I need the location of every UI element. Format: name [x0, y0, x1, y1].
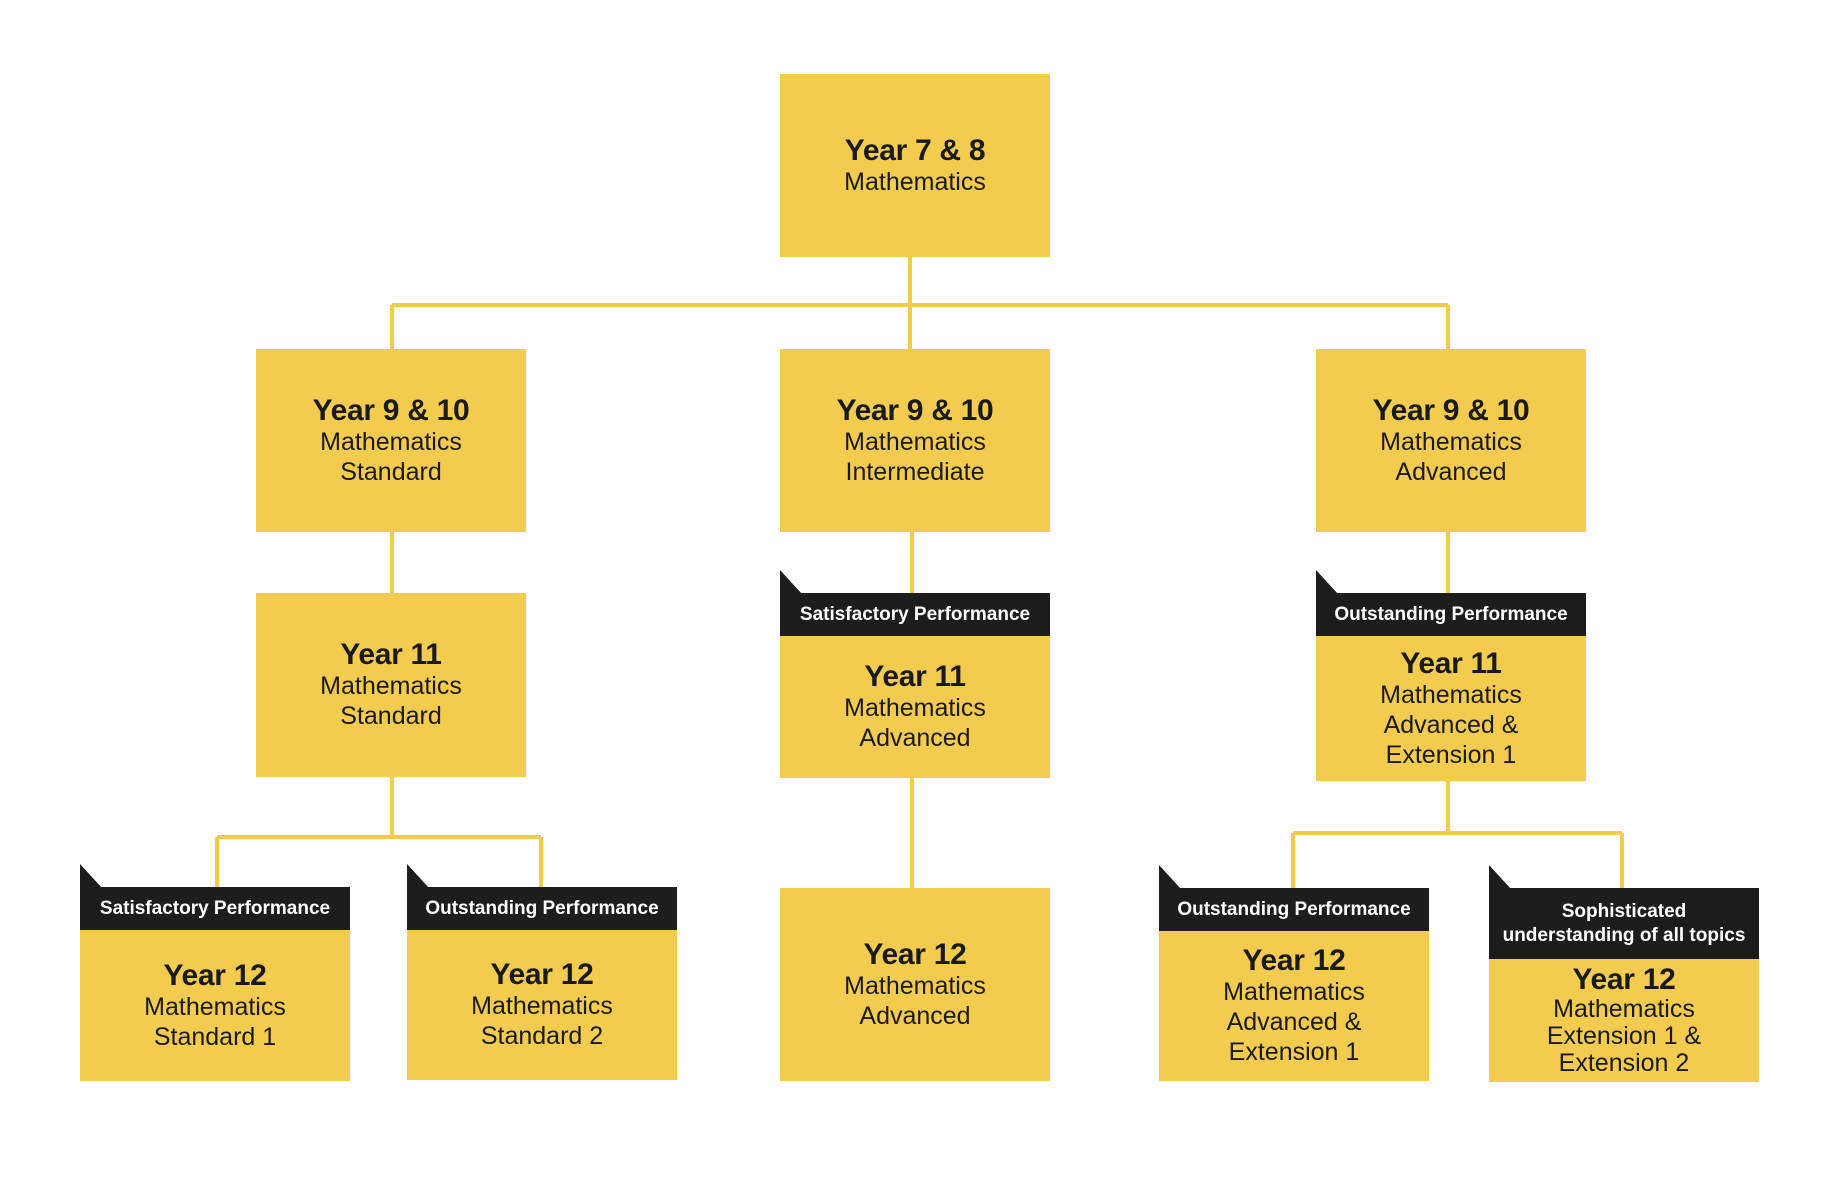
node-subtitle-line: Mathematics — [320, 672, 462, 700]
node-subtitle-line: Advanced & — [1383, 710, 1519, 739]
node-year12-advanced-extension1: Year 12 Mathematics Advanced & Extension… — [1159, 931, 1429, 1081]
performance-tag: Sophisticated understanding of all topic… — [1489, 888, 1759, 959]
performance-tag: Outstanding Performance — [1316, 593, 1586, 636]
node-year11-advanced-extension1: Year 11 Mathematics Advanced & Extension… — [1316, 636, 1586, 781]
node-subtitle-line: Mathematics — [1380, 680, 1522, 709]
node-year11-advanced: Year 11 Mathematics Advanced — [780, 636, 1050, 778]
node-year9-10-intermediate: Year 9 & 10 Mathematics Intermediate — [780, 349, 1050, 532]
node-subtitle-line: Mathematics — [844, 694, 986, 722]
node-subtitle-line: Mathematics — [1553, 995, 1695, 1023]
node-subtitle-line: Extension 1 & — [1546, 1022, 1702, 1050]
node-year7-8: Year 7 & 8 Mathematics — [780, 74, 1050, 257]
node-title: Year 9 & 10 — [312, 393, 470, 427]
node-subtitle-line: Mathematics — [844, 971, 986, 1000]
node-subtitle-line: Standard 1 — [153, 1022, 277, 1051]
node-subtitle-line: Advanced — [859, 724, 971, 752]
node-subtitle-line: Advanced — [1395, 457, 1507, 486]
tag-notch-icon — [1159, 865, 1181, 889]
node-title: Year 12 — [1572, 963, 1676, 996]
node-title: Year 12 — [1242, 944, 1346, 977]
node-subtitle-line: Mathematics — [471, 992, 613, 1020]
node-title: Year 12 — [163, 958, 267, 992]
node-year11-standard: Year 11 Mathematics Standard — [256, 593, 526, 777]
node-subtitle-line: Mathematics — [144, 992, 286, 1021]
node-year12-advanced: Year 12 Mathematics Advanced — [780, 888, 1050, 1081]
node-subtitle-line: Extension 1 — [1385, 740, 1517, 769]
node-subtitle-line: Standard 2 — [480, 1022, 604, 1050]
node-subtitle-line: Advanced — [859, 1001, 971, 1030]
node-subtitle-line: Advanced & — [1226, 1008, 1362, 1036]
node-subtitle-line: Mathematics — [1380, 427, 1522, 456]
performance-tag: Outstanding Performance — [1159, 888, 1429, 931]
node-subtitle-line: Extension 1 — [1228, 1038, 1360, 1066]
node-year9-10-standard: Year 9 & 10 Mathematics Standard — [256, 349, 526, 532]
node-title: Year 11 — [340, 638, 442, 671]
tag-notch-icon — [780, 570, 802, 594]
performance-tag-line: understanding of all topics — [1502, 924, 1746, 946]
node-title: Year 9 & 10 — [836, 393, 994, 427]
node-subtitle-line: Intermediate — [845, 457, 985, 486]
node-title: Year 11 — [864, 660, 966, 693]
node-title: Year 12 — [490, 958, 594, 991]
node-title: Year 11 — [1400, 646, 1502, 680]
node-title: Year 12 — [863, 937, 967, 971]
node-subtitle-line: Mathematics — [320, 427, 462, 456]
node-year9-10-advanced: Year 9 & 10 Mathematics Advanced — [1316, 349, 1586, 532]
performance-tag: Satisfactory Performance — [80, 887, 350, 930]
node-subtitle-line: Standard — [340, 457, 442, 486]
tag-notch-icon — [407, 864, 429, 888]
node-year12-standard1: Year 12 Mathematics Standard 1 — [80, 930, 350, 1081]
node-subtitle-line: Standard — [340, 702, 442, 730]
performance-tag: Outstanding Performance — [407, 887, 677, 930]
node-subtitle-line: Mathematics — [1223, 978, 1365, 1006]
node-year12-standard2: Year 12 Mathematics Standard 2 — [407, 930, 677, 1080]
tag-notch-icon — [1316, 570, 1338, 594]
node-subtitle-line: Mathematics — [844, 427, 986, 456]
tag-notch-icon — [1489, 865, 1511, 889]
node-subtitle-line: Mathematics — [844, 167, 986, 196]
node-title: Year 7 & 8 — [844, 133, 986, 167]
node-subtitle-line: Extension 2 — [1558, 1049, 1690, 1077]
node-year12-extension1-extension2: Year 12 Mathematics Extension 1 & Extens… — [1489, 959, 1759, 1082]
node-title: Year 9 & 10 — [1372, 393, 1530, 427]
performance-tag-line: Sophisticated — [1561, 900, 1687, 922]
performance-tag: Satisfactory Performance — [780, 593, 1050, 636]
tag-notch-icon — [80, 864, 102, 888]
